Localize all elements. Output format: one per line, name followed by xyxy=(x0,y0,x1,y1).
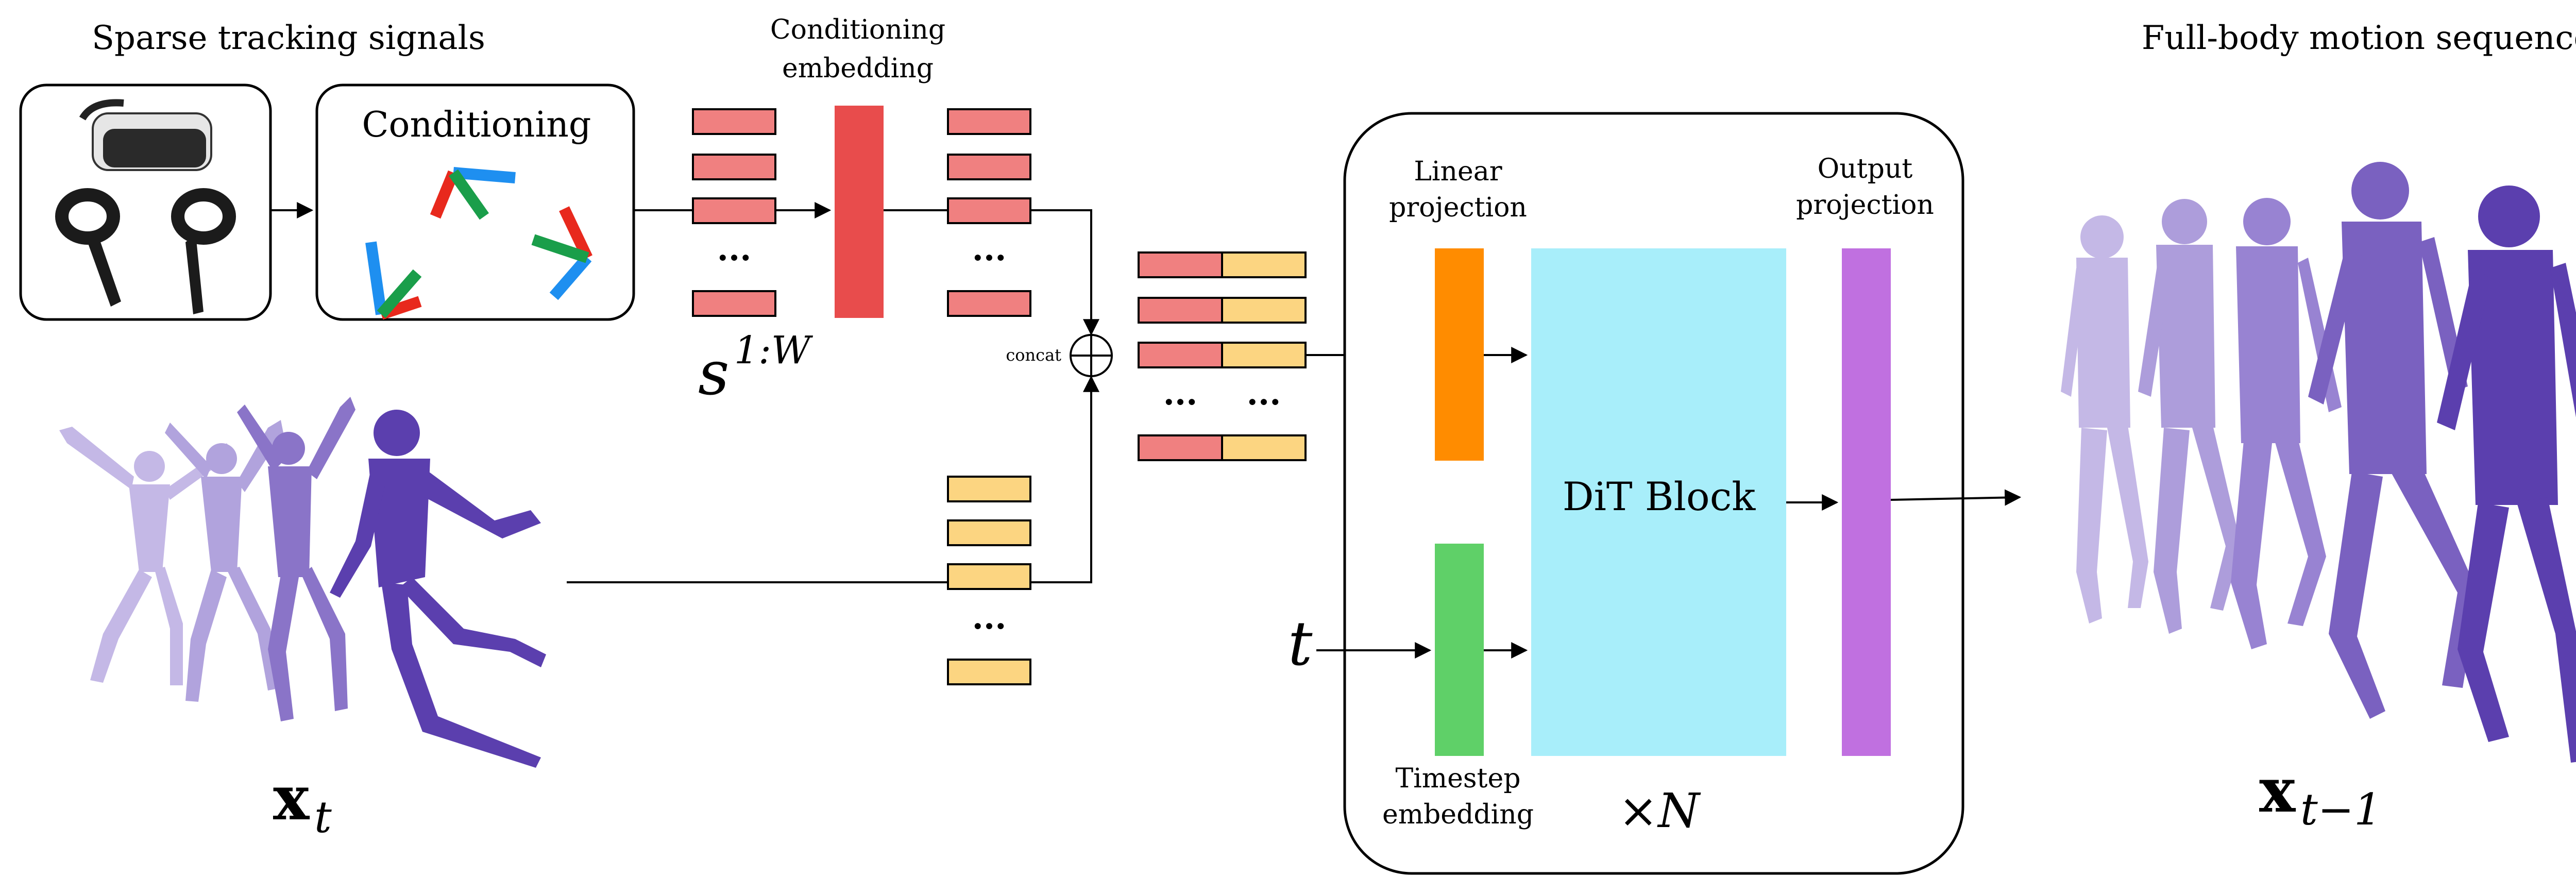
embedded-token xyxy=(947,197,1031,224)
motion-token xyxy=(947,519,1031,546)
ellipsis-concat-red: ... xyxy=(1163,374,1198,413)
repeat-n-label: ×N xyxy=(1618,783,1701,838)
xt-minus-1-symbol: x xyxy=(2259,754,2296,826)
output-figure-2 xyxy=(2138,199,2241,634)
ellipsis-motion-tokens: ... xyxy=(972,598,1007,637)
xt-symbol: x xyxy=(273,762,310,834)
signal-token xyxy=(692,290,776,317)
ellipsis-input-tokens: ... xyxy=(717,230,752,268)
concat-token-red xyxy=(1138,297,1223,324)
ellipsis-concat-yellow: ... xyxy=(1247,374,1281,413)
arrow-embedded-to-concat xyxy=(1030,209,1099,336)
arrow-xt-to-concat xyxy=(567,375,1099,583)
axis-triad-right-icon xyxy=(531,206,592,300)
timestep-input-symbol: t xyxy=(1288,608,1313,679)
cond-embedding-label-line1: Conditioning xyxy=(770,14,945,45)
signal-token xyxy=(692,197,776,224)
vr-controller-left-icon xyxy=(55,188,121,307)
timestep-embedding-label-line2: embedding xyxy=(1382,799,1534,830)
output-figure-5 xyxy=(2437,186,2576,763)
concat-token-red xyxy=(1138,251,1223,278)
output-figure-4 xyxy=(2308,162,2478,719)
output-figure-3 xyxy=(2231,198,2342,649)
xt-subscript: t xyxy=(314,792,332,843)
noisy-motion-figures xyxy=(59,397,546,768)
concat-token-red xyxy=(1138,342,1223,368)
dit-block-label: DiT Block xyxy=(1563,474,1756,519)
output-motion-figures xyxy=(2061,162,2576,763)
signal-token xyxy=(692,108,776,135)
sparse-tracking-title: Sparse tracking signals xyxy=(92,19,485,57)
axis-triad-top-icon xyxy=(430,167,516,220)
output-figure-1 xyxy=(2061,215,2148,624)
concat-operator-icon xyxy=(1070,334,1113,377)
signal-superscript: 1:W xyxy=(734,328,814,373)
embedded-token xyxy=(947,290,1031,317)
motion-token xyxy=(947,476,1031,502)
motion-tokens xyxy=(947,476,1031,685)
vr-headset-icon xyxy=(79,99,212,171)
concat-label: concat xyxy=(1006,345,1061,365)
cond-embedding-label-line2: embedding xyxy=(782,53,934,84)
motion-token xyxy=(947,563,1031,590)
signal-symbol: s xyxy=(698,338,730,409)
concat-token-yellow xyxy=(1221,297,1307,324)
concatenated-tokens xyxy=(1138,251,1307,461)
embedded-signal-tokens xyxy=(947,108,1031,317)
conditioning-title: Conditioning xyxy=(362,105,591,145)
arrow-output-to-motion xyxy=(1890,489,2022,506)
noisy-figure-mid xyxy=(237,397,355,721)
vr-controller-right-icon xyxy=(171,188,236,314)
timestep-embedding-bar xyxy=(1435,544,1484,756)
linear-projection-bar xyxy=(1435,248,1484,461)
signal-token xyxy=(692,154,776,180)
linear-projection-label-line1: Linear xyxy=(1414,156,1502,187)
concat-token-red xyxy=(1138,434,1223,461)
concat-token-yellow xyxy=(1221,342,1307,368)
embedded-token xyxy=(947,108,1031,135)
embedded-token xyxy=(947,154,1031,180)
ellipsis-embedded-tokens: ... xyxy=(972,230,1007,268)
concat-token-yellow xyxy=(1221,434,1307,461)
dit-block xyxy=(1531,248,1786,756)
timestep-embedding-label-line1: Timestep xyxy=(1395,763,1520,794)
output-projection-label-line1: Output xyxy=(1818,154,1913,184)
input-signal-tokens xyxy=(692,108,776,317)
xt-minus-1-subscript: t−1 xyxy=(2300,784,2382,835)
conditioning-embedding-bar xyxy=(835,106,884,318)
full-body-title: Full-body motion sequence xyxy=(2142,19,2576,57)
noisy-figure-light2 xyxy=(165,420,283,702)
noisy-figure-dark xyxy=(330,410,546,768)
concat-token-yellow xyxy=(1221,251,1307,278)
motion-token xyxy=(947,659,1031,685)
axis-triad-left-icon xyxy=(365,241,422,320)
output-projection-bar xyxy=(1842,248,1891,756)
linear-projection-label-line2: projection xyxy=(1389,192,1527,223)
output-projection-label-line2: projection xyxy=(1796,190,1934,221)
